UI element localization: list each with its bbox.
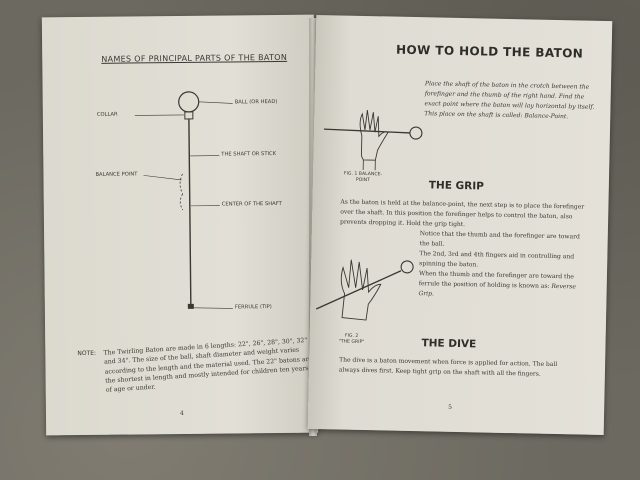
intro-term: Balance-Point. (524, 112, 569, 121)
left-page: NAMES OF PRINCIPAL PARTS OF THE BATON BA… (41, 14, 319, 436)
baton-shaft (188, 118, 192, 307)
collar-leader (134, 114, 184, 116)
fig2-hand-illustration (315, 259, 414, 321)
label-ball: BALL (OR HEAD) (234, 98, 278, 106)
right-page-title: HOW TO HOLD THE BATON (395, 42, 584, 61)
balance-point-arc (179, 173, 184, 195)
left-page-number: 4 (179, 409, 184, 418)
baton-collar (184, 111, 194, 120)
fig1-caption: FIG. 1 BALANCE-POINT (343, 171, 383, 184)
intro-text: Place the shaft of the baton in the crot… (424, 80, 595, 120)
label-center-shaft: CENTER OF THE SHAFT (221, 200, 282, 208)
fig1-hand-illustration (323, 109, 423, 171)
grip-paragraph-1: As the baton is held at the balance-poin… (339, 198, 585, 229)
dive-paragraph: The dive is a baton movement when force … (338, 356, 558, 378)
right-page: HOW TO HOLD THE BATON Place the shaft of… (307, 14, 613, 436)
right-page-number: 5 (448, 403, 453, 411)
intro-paragraph: Place the shaft of the baton in the crot… (424, 79, 595, 123)
dive-heading: THE DIVE (421, 337, 477, 351)
fig2-caption-line2: "THE GRIP" (338, 339, 365, 346)
label-balance-point: BALANCE POINT (95, 171, 138, 178)
label-ferrule: FERRULE (TIP) (234, 304, 272, 311)
label-collar: COLLAR (96, 111, 118, 118)
label-shaft: THE SHAFT OR STICK (221, 150, 277, 158)
baton-ball (178, 91, 200, 113)
center-shaft-arc (179, 193, 184, 211)
ferrule-leader (193, 307, 233, 309)
baton-ferrule (187, 303, 194, 309)
balance-leader (143, 175, 182, 181)
note-label: NOTE: (77, 349, 97, 358)
ball-leader (198, 101, 233, 104)
baton-diagram (134, 91, 233, 309)
grip-heading: THE GRIP (428, 179, 485, 193)
fig2-caption: FIG. 2 "THE GRIP" (331, 333, 371, 346)
grip-paragraph-4: When the thumb and the forefinger are to… (418, 269, 583, 302)
